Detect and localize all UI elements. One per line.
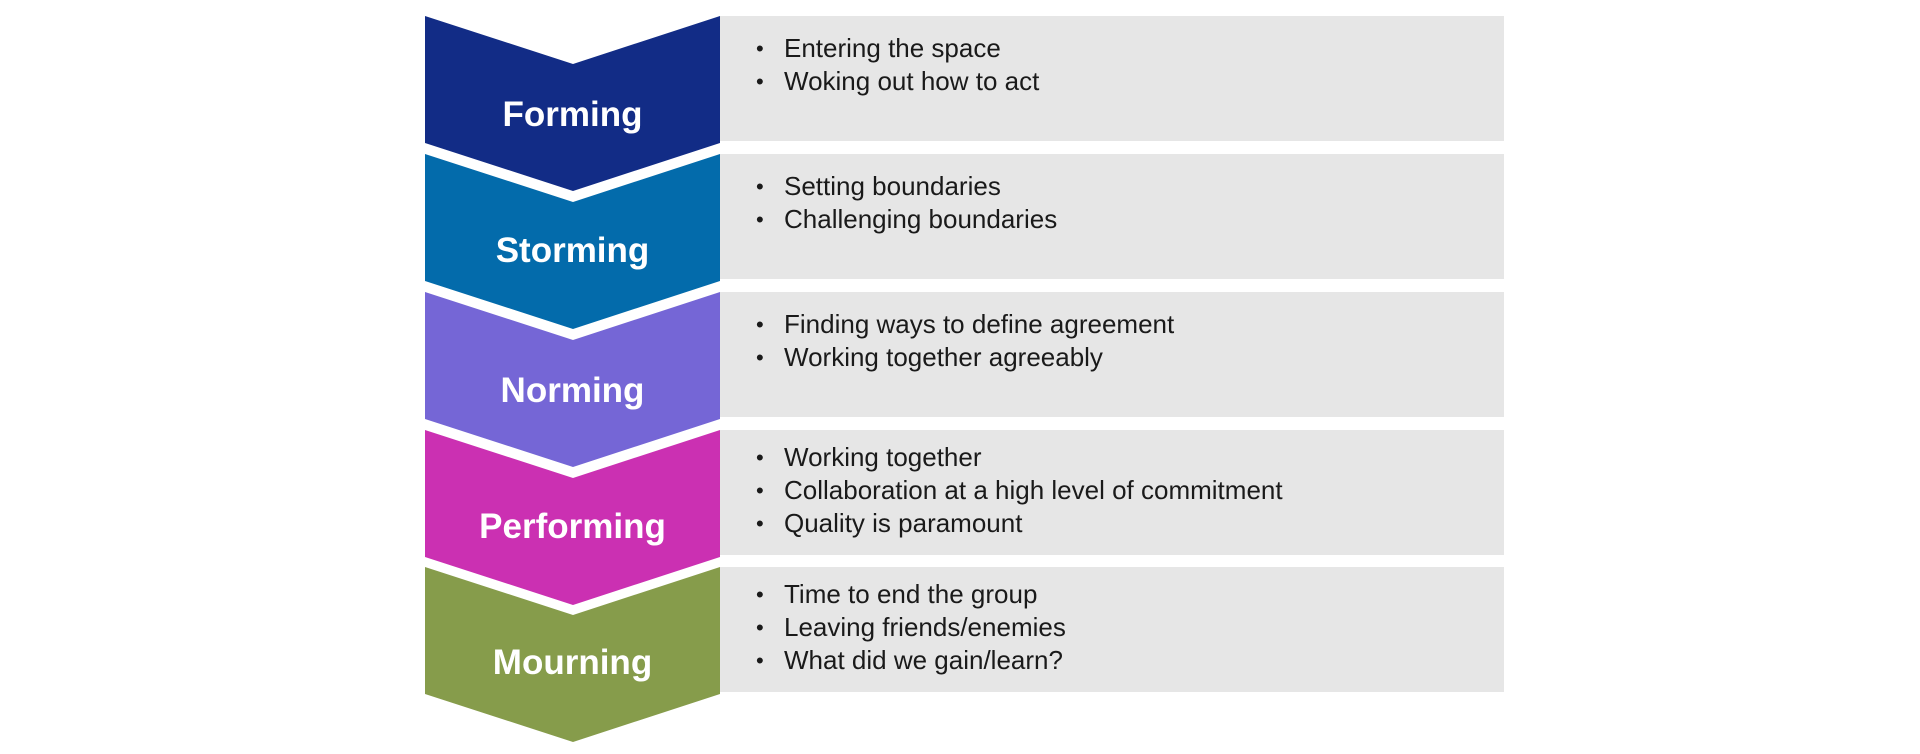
bullet-dot: • <box>756 478 764 503</box>
bullet-text: Quality is paramount <box>784 508 1023 538</box>
bullet-dot: • <box>756 174 764 199</box>
list-item: • Setting boundaries <box>756 170 1057 203</box>
stage-label: Norming <box>500 371 645 410</box>
bullet-dot: • <box>756 615 764 640</box>
bullet-text: Working together <box>784 442 982 472</box>
bullet-dot: • <box>756 345 764 370</box>
stage-panel-norming: • Finding ways to define agreement • Worki… <box>720 292 1504 417</box>
stage-panel-forming: • Entering the space • Woking out how to a… <box>720 16 1504 141</box>
stage-panel-performing: • Working together • Collaboration at a hi… <box>720 430 1504 555</box>
stage-label: Forming <box>502 95 643 134</box>
list-item: • Working together agreeably <box>756 341 1174 374</box>
chevron-fill <box>425 430 720 605</box>
chevron-fill <box>425 154 720 329</box>
stage-label: Storming <box>495 231 650 270</box>
stage-chevron-storming: Storming <box>425 154 720 332</box>
stage-panel-mourning: • Time to end the group • Leaving friends/… <box>720 567 1504 692</box>
bullet-text: Setting boundaries <box>784 171 1001 201</box>
bullet-text: Working together agreeably <box>784 342 1103 372</box>
stage-chevron-mourning: Mourning <box>425 567 720 745</box>
chevron-shape <box>425 154 720 329</box>
list-item: • Time to end the group <box>756 578 1066 611</box>
bullet-list: • Time to end the group • Leaving friends/… <box>756 578 1066 677</box>
list-item: • Entering the space <box>756 32 1039 65</box>
bullet-list: • Setting boundaries • Challenging boundar… <box>756 170 1057 236</box>
list-item: • Challenging boundaries <box>756 203 1057 236</box>
bullet-text: What did we gain/learn? <box>784 645 1063 675</box>
stage-chevron-norming: Norming <box>425 292 720 470</box>
stage-label: Mourning <box>492 643 653 682</box>
chevron-fill <box>425 292 720 467</box>
chevron-fill <box>425 567 720 742</box>
list-item: • Collaboration at a high level of commit… <box>756 474 1283 507</box>
list-item: • Working together <box>756 441 1283 474</box>
stage-chevron-forming: Forming <box>425 16 720 194</box>
bullet-dot: • <box>756 511 764 536</box>
bullet-list: • Finding ways to define agreement • Worki… <box>756 308 1174 374</box>
bullet-dot: • <box>756 69 764 94</box>
bullet-dot: • <box>756 582 764 607</box>
list-item: • Finding ways to define agreement <box>756 308 1174 341</box>
bullet-text: Woking out how to act <box>784 66 1040 96</box>
bullet-dot: • <box>756 36 764 61</box>
bullet-text: Finding ways to define agreement <box>784 309 1175 339</box>
chevron-shape <box>425 567 720 742</box>
bullet-dot: • <box>756 207 764 232</box>
list-item: • Woking out how to act <box>756 65 1039 98</box>
chevron-shape <box>425 16 720 191</box>
chevron-fill <box>425 16 720 191</box>
stage-chevron-performing: Performing <box>425 430 720 608</box>
bullet-text: Challenging boundaries <box>784 204 1058 234</box>
bullet-text: Time to end the group <box>784 579 1038 609</box>
list-item: • Quality is paramount <box>756 507 1283 540</box>
list-item: • Leaving friends/enemies <box>756 611 1066 644</box>
stage-label: Performing <box>479 507 666 546</box>
stage-panel-storming: • Setting boundaries • Challenging boundar… <box>720 154 1504 279</box>
bullet-text: Entering the space <box>784 33 1001 63</box>
bullet-list: • Working together • Collaboration at a hi… <box>756 441 1283 540</box>
bullet-dot: • <box>756 445 764 470</box>
list-item: • What did we gain/learn? <box>756 644 1066 677</box>
bullet-text: Leaving friends/enemies <box>784 612 1066 642</box>
bullet-list: • Entering the space • Woking out how to a… <box>756 32 1039 98</box>
bullet-dot: • <box>756 648 764 673</box>
chevron-shape <box>425 292 720 467</box>
chevron-shape <box>425 430 720 605</box>
bullet-dot: • <box>756 312 764 337</box>
bullet-text: Collaboration at a high level of commitm… <box>784 475 1283 505</box>
